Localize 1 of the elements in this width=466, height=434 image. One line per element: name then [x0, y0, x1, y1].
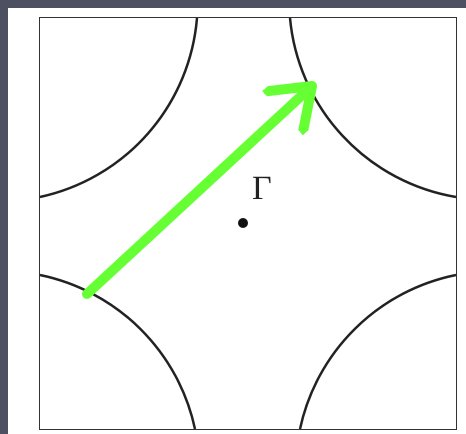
point-label: Γ [252, 172, 272, 206]
